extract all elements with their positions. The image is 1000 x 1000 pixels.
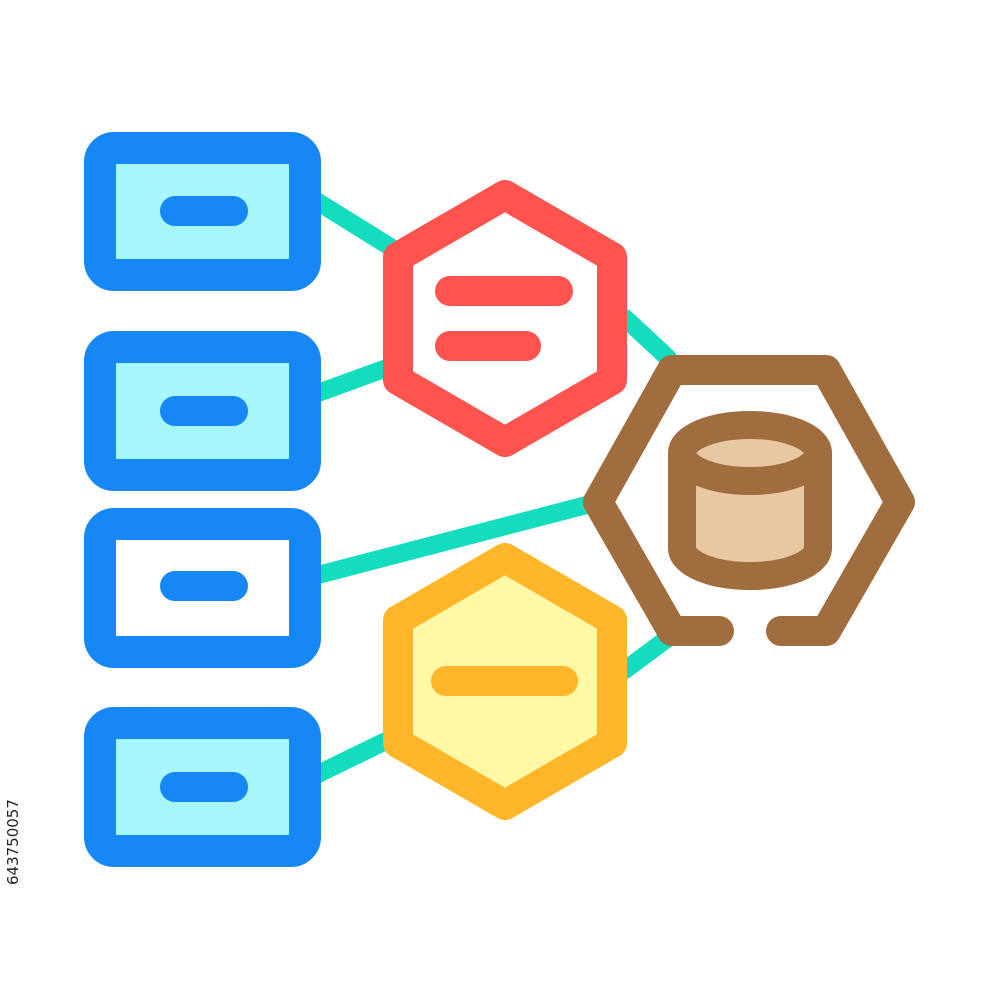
source-box-1 (84, 132, 321, 291)
connector-orange-db (616, 629, 677, 679)
connector-box2-red (309, 357, 401, 402)
source-box-4 (84, 707, 321, 867)
database-hexagon (583, 355, 915, 646)
connector-red-db (616, 309, 677, 367)
connector-box3-db (309, 493, 607, 584)
stock-image-id: 643750057 (4, 799, 22, 885)
database-icon (668, 411, 832, 590)
source-box-2 (84, 331, 321, 491)
connector-box4-orange (309, 729, 401, 783)
connector-lines (309, 193, 677, 783)
minus-hexagon (383, 543, 627, 820)
equals-hexagon (383, 180, 627, 457)
connector-box1-red (309, 193, 401, 257)
source-box-3 (84, 508, 321, 668)
